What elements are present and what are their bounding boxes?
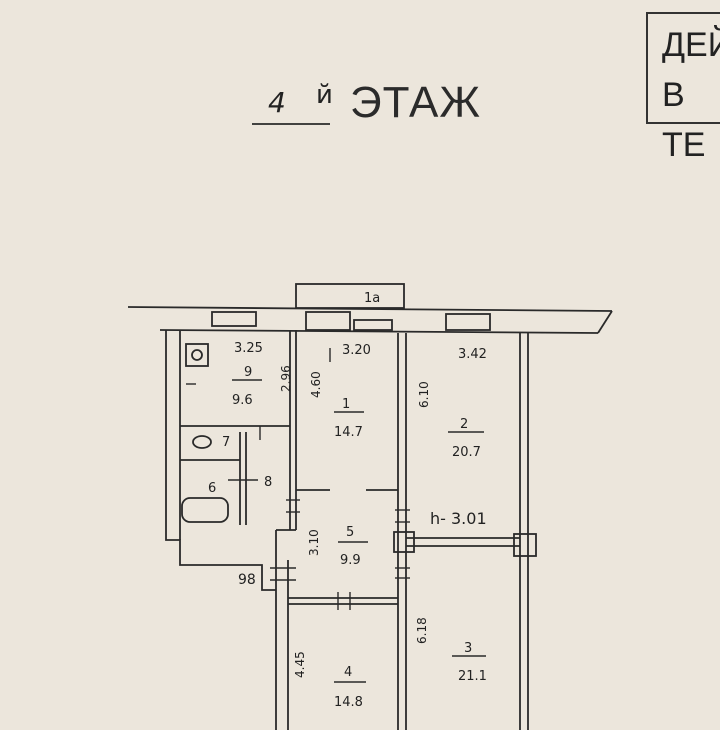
room-2-number: 2 (460, 417, 468, 432)
dimension-325: 3.25 (234, 341, 263, 356)
exterior-wall-top (127, 306, 613, 312)
left-wall (165, 330, 276, 591)
exterior-wall-inner (159, 329, 599, 334)
dimension-445: 4.45 (293, 651, 307, 678)
room-9-area: 9.6 (232, 393, 253, 408)
floor-title: ЭТАЖ (350, 78, 482, 127)
room-6-number: 6 (208, 481, 216, 496)
room-8-number: 8 (264, 475, 272, 490)
dimension-342: 3.42 (458, 347, 487, 362)
column-b (513, 533, 537, 557)
dimension-460: 4.60 (309, 371, 323, 398)
window-1 (305, 311, 351, 331)
sink-drain (191, 349, 203, 361)
dimension-618: 6.18 (415, 617, 429, 644)
window-9 (211, 311, 257, 327)
window-2 (445, 313, 491, 331)
balcony-label: 1а (364, 291, 380, 306)
side-mark-98: 98 (238, 572, 256, 588)
balcony-1a (295, 283, 405, 309)
floor-number: 4 (268, 86, 286, 119)
stamp-line-2: В ТЕ (662, 76, 706, 164)
room-1-area: 14.7 (334, 425, 363, 440)
room-1-number: 1 (342, 397, 350, 412)
room-5-area: 9.9 (340, 553, 361, 568)
room-7-number: 7 (222, 435, 230, 450)
dimension-310: 3.10 (307, 529, 321, 556)
window-1b (353, 319, 393, 331)
toilet (192, 435, 212, 449)
dimension-320: 3.20 (342, 343, 371, 358)
ceiling-height: h- 3.01 (430, 509, 487, 528)
dimension-610: 6.10 (417, 381, 431, 408)
dimension-296: 2.96 (279, 365, 293, 392)
wall-end (597, 310, 613, 334)
bathtub (181, 497, 229, 523)
room-3-number: 3 (464, 641, 472, 656)
stamp-line-1: ДЕЙ (662, 26, 720, 64)
room-2-area: 20.7 (452, 445, 481, 460)
column-a (393, 531, 415, 553)
room-5-number: 5 (346, 525, 354, 540)
sink (185, 343, 209, 367)
stamp: ДЕЙ В ТЕ (646, 12, 720, 164)
room-4-area: 14.8 (334, 695, 363, 710)
room-9-number: 9 (244, 365, 252, 380)
room-3-area: 21.1 (458, 669, 487, 684)
floor-suffix: й (316, 80, 333, 110)
room-4-number: 4 (344, 665, 352, 680)
